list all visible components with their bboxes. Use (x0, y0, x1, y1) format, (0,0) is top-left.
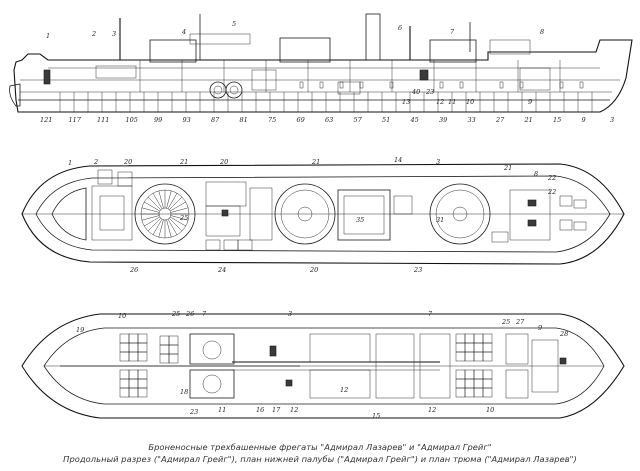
label: 8 (534, 170, 538, 178)
label: 3 (436, 158, 440, 166)
lower-deck-plan (21, 163, 625, 265)
label: 7 (428, 310, 433, 318)
label: 26 (129, 266, 138, 274)
frame-label: 21 (524, 116, 533, 124)
frame-label: 87 (211, 116, 220, 124)
frame-label: 99 (154, 116, 162, 124)
label: 23 (413, 266, 422, 274)
label: 11 (448, 98, 456, 106)
label: 12 (436, 98, 444, 106)
hold-labels: 10 25 26 7 3 7 25 27 9 28 19 18 23 11 16… (76, 310, 568, 420)
label: 28 (559, 330, 568, 338)
label: 27 (515, 318, 525, 326)
profile-labels: 1 2 3 4 5 6 7 8 13 40 23 12 11 10 9 121 1… (40, 20, 614, 124)
label: 26 (185, 310, 194, 318)
label: 12 (428, 406, 436, 414)
label: 14 (394, 156, 402, 164)
label: 22 (547, 188, 556, 196)
label: 21 (311, 158, 320, 166)
frame-label: 81 (240, 116, 248, 124)
frame-label: 9 (582, 116, 586, 124)
label: 4 (181, 28, 186, 36)
label: 5 (232, 20, 236, 28)
label: 20 (219, 158, 228, 166)
deck-labels: 1 2 20 21 20 21 14 3 21 22 8 22 26 24 20… (68, 156, 556, 274)
label: 7 (450, 28, 455, 36)
caption-title: Броненосные трехбашенные фрегаты "Адмира… (148, 442, 492, 452)
label: 16 (256, 406, 264, 414)
label: 23 (189, 408, 198, 416)
frame-label: 121 (40, 116, 52, 124)
frame-label: 57 (354, 116, 363, 124)
label: 24 (217, 266, 226, 274)
label: 1 (68, 159, 72, 167)
caption-subtitle: Продольный разрез ("Адмирал Грейг"), пла… (63, 454, 577, 464)
label: 35 (356, 216, 364, 224)
label: 3 (288, 310, 292, 318)
label: 11 (218, 406, 226, 414)
label: 31 (436, 216, 444, 224)
label: 9 (528, 98, 532, 106)
label: 25 (179, 214, 188, 222)
hold-plan (21, 313, 625, 419)
frame-label: 111 (97, 116, 109, 124)
label: 20 (309, 266, 318, 274)
longitudinal-section (9, 13, 633, 113)
frame-label: 15 (553, 116, 561, 124)
label: 9 (538, 324, 542, 332)
label: 25 (501, 318, 510, 326)
label: 7 (202, 310, 207, 318)
label: 1 (46, 32, 50, 40)
frame-label: 117 (69, 116, 82, 124)
label: 19 (76, 326, 84, 334)
frame-label: 93 (183, 116, 191, 124)
label: 10 (466, 98, 474, 106)
label: 2 (91, 30, 96, 38)
label: 12 (340, 386, 348, 394)
frame-label: 33 (468, 116, 476, 124)
label: 3 (112, 30, 116, 38)
label: 21 (503, 164, 512, 172)
frame-label: 3 (610, 116, 614, 124)
label: 17 (272, 406, 281, 414)
label: 21 (179, 158, 188, 166)
label: 10 (118, 312, 126, 320)
label: 12 (290, 406, 298, 414)
frame-label: 27 (495, 116, 505, 124)
label: 6 (398, 24, 402, 32)
turret-circle (134, 183, 196, 245)
frame-label: 45 (410, 116, 419, 124)
label: 18 (180, 388, 188, 396)
frame-label: 39 (439, 116, 447, 124)
frame-label: 105 (126, 116, 138, 124)
label: 15 (372, 412, 380, 420)
label: 2 (93, 158, 98, 166)
frame-label: 69 (297, 116, 305, 124)
label: 23 (425, 88, 434, 96)
label: 25 (171, 310, 180, 318)
label: 22 (547, 174, 556, 182)
label: 13 (402, 98, 410, 106)
label: 20 (123, 158, 132, 166)
label: 8 (540, 28, 544, 36)
frame-label: 63 (325, 116, 333, 124)
frame-label: 75 (268, 116, 276, 124)
label: 10 (486, 406, 494, 414)
label: 40 (411, 88, 420, 96)
frame-label: 51 (382, 116, 390, 124)
